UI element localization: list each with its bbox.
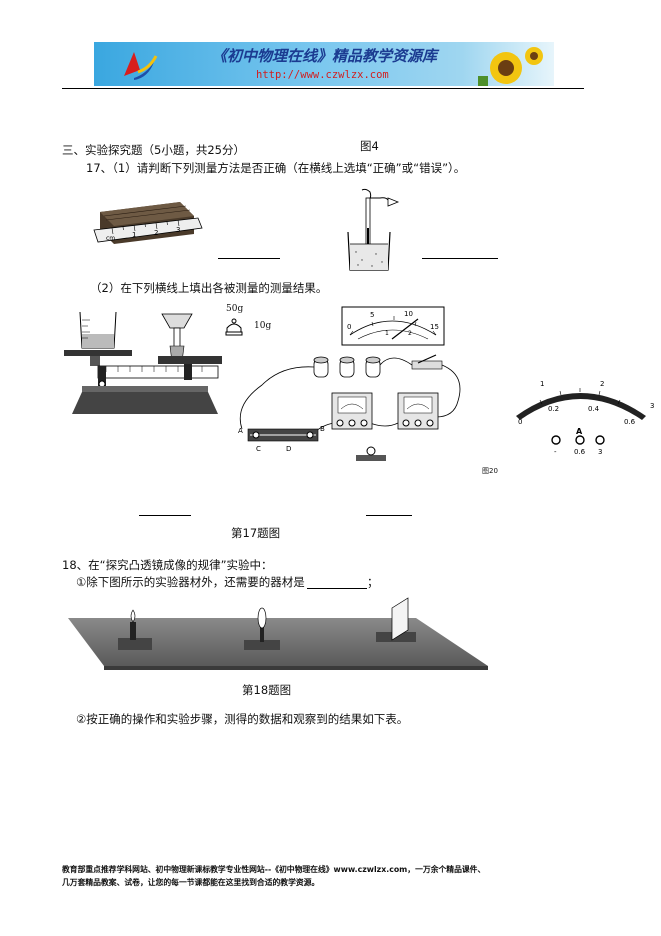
header-banner: 《初中物理在线》精品教学资源库 http://www.czwlzx.com bbox=[94, 42, 554, 86]
answer-blank-ruler[interactable] bbox=[218, 258, 280, 259]
header-rule bbox=[62, 88, 584, 89]
figure4-label: 图4 bbox=[360, 139, 379, 153]
screen-icon bbox=[376, 597, 416, 642]
answer-blank-voltmeter[interactable] bbox=[366, 515, 412, 516]
weight-50g-label: 50g bbox=[226, 304, 244, 314]
q18-caption: 第18题图 bbox=[242, 683, 292, 697]
optical-bench-figure bbox=[68, 597, 488, 670]
ruler-tick-label: 3 bbox=[176, 226, 180, 234]
banner-url: http://www.czwlzx.com bbox=[256, 69, 389, 81]
ammeter-outer-label: 3 bbox=[650, 402, 654, 410]
ammeter-outer-label: 2 bbox=[600, 380, 604, 388]
weight-icon bbox=[225, 318, 243, 336]
sunflower-icon bbox=[478, 47, 543, 86]
footer-line2: 几万套精品教案、试卷，让您的每一节课都能在这里找到合适的教学资源。 bbox=[62, 878, 320, 887]
ammeter-inner-label: 0.4 bbox=[588, 405, 600, 413]
q17-caption: 第17题图 bbox=[231, 526, 281, 540]
circuit-terminal-label: B bbox=[320, 425, 325, 433]
banner-title: 《初中物理在线》精品教学资源库 bbox=[212, 47, 438, 65]
ammeter-terminal-label: 3 bbox=[598, 448, 602, 456]
logo-icon bbox=[124, 52, 158, 80]
q17-part1: 17、（1）请判断下列测量方法是否正确（在横线上选填“正确”或“错误”）。 bbox=[86, 161, 466, 175]
q18-step1-tail: ； bbox=[367, 575, 379, 589]
q18-step1: ①除下图所示的实验器材外，还需要的器材是 bbox=[76, 575, 305, 589]
fig20-label: 图20 bbox=[482, 467, 498, 475]
q18-title: 18、在“探究凸透镜成像的规律”实验中： bbox=[62, 558, 273, 572]
answer-blank-balance[interactable] bbox=[139, 515, 191, 516]
voltmeter-inner-label: 1 bbox=[385, 330, 389, 337]
q17-part2: （2）在下列横线上填出各被测量的测量结果。 bbox=[90, 281, 328, 295]
circuit-terminal-label: C bbox=[256, 445, 261, 453]
q18-step2: ②按正确的操作和实验步骤，测得的数据和观察到的结果如下表。 bbox=[76, 712, 409, 726]
ammeter-inner-label: 0.6 bbox=[624, 418, 636, 426]
ruler-tick-label: 1 bbox=[132, 231, 136, 239]
ammeter-dial-figure: 0 1 2 3 0.2 0.4 0.6 A - 0.6 3 bbox=[516, 380, 654, 456]
ruler-tick-label: 2 bbox=[154, 229, 158, 237]
balance-figure bbox=[64, 311, 222, 414]
ammeter-outer-label: 0 bbox=[518, 418, 522, 426]
ruler-measure-figure: cm 1 2 3 bbox=[93, 202, 203, 244]
ammeter-terminal-label: 0.6 bbox=[574, 448, 586, 456]
ruler-tick-label: cm bbox=[106, 235, 115, 242]
convex-lens-icon bbox=[244, 607, 280, 650]
circuit-figure: 0 5 10 15 1 2 A B C D bbox=[238, 306, 461, 461]
answer-blank-q18[interactable] bbox=[307, 588, 367, 589]
ammeter-outer-label: 1 bbox=[540, 380, 544, 388]
voltmeter-scale-label: 15 bbox=[430, 323, 439, 331]
voltmeter-scale-label: 0 bbox=[347, 323, 351, 331]
circuit-terminal-label: A bbox=[238, 427, 243, 435]
ammeter-terminal-label: - bbox=[554, 448, 557, 456]
voltmeter-inner-label: 2 bbox=[408, 330, 412, 337]
voltmeter-scale-label: 10 bbox=[404, 310, 413, 318]
candle-icon bbox=[118, 609, 152, 650]
beaker-thermometer-figure bbox=[347, 188, 400, 271]
weight-10g-label: 10g bbox=[254, 321, 272, 331]
answer-blank-thermometer[interactable] bbox=[422, 258, 498, 259]
circuit-terminal-label: D bbox=[286, 445, 291, 453]
ammeter-unit-label: A bbox=[576, 427, 583, 436]
footer-line1: 教育部重点推荐学科网站、初中物理新课标教学专业性网站--《初中物理在线》www.… bbox=[62, 865, 486, 874]
voltmeter-scale-label: 5 bbox=[370, 311, 374, 319]
section-title: 三、实验探究题（5小题，共25分） bbox=[62, 143, 245, 157]
ammeter-inner-label: 0.2 bbox=[548, 405, 559, 413]
